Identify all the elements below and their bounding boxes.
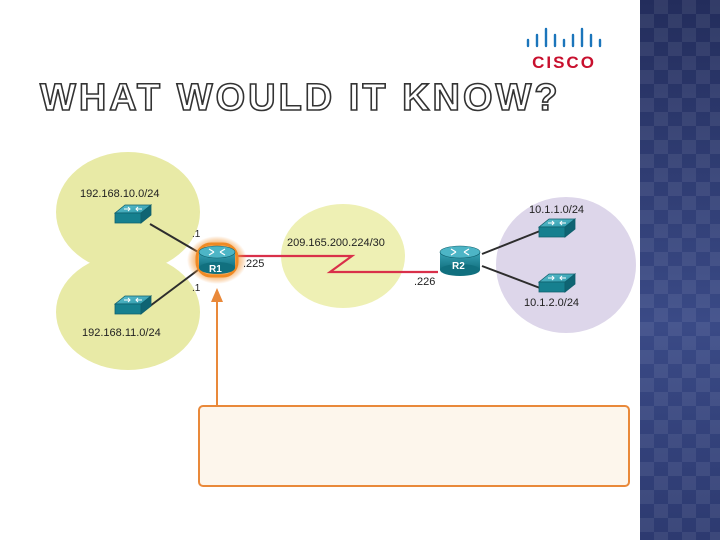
network-links (149, 223, 541, 307)
slide-title: WHAT WOULD IT KNOW? (40, 77, 561, 119)
callout-arrow (211, 288, 223, 406)
switch-top-left (113, 204, 153, 224)
network-label-lan-bottom-left: 192.168.11.0/24 (82, 327, 161, 339)
switch-bottom-left (113, 295, 153, 315)
wan-serial-link (238, 254, 438, 274)
interface-label-r2-s0: .226 (414, 276, 435, 288)
cisco-logo-text: CISCO (532, 53, 596, 72)
router-r2-label: R2 (452, 261, 465, 272)
cisco-logo: CISCO (526, 27, 602, 72)
switch-top-right (537, 218, 577, 238)
interface-label-r1-g1: .1 (192, 283, 201, 294)
network-label-lan-top-left: 192.168.10.0/24 (80, 188, 160, 200)
network-label-lan-bottom-right: 10.1.2.0/24 (524, 297, 579, 309)
network-label-lan-top-right: 10.1.1.0/24 (529, 204, 584, 216)
lan-right-area (496, 197, 636, 333)
router-r1-label: R1 (209, 264, 222, 275)
router-r1 (187, 236, 247, 284)
router-r2 (439, 245, 481, 276)
switch-bottom-right (537, 273, 577, 293)
interface-label-r1-g0: .1 (192, 229, 201, 240)
interface-label-r1-s0: .225 (243, 258, 264, 270)
decorative-side-panel (640, 0, 720, 540)
callout-box (198, 405, 630, 487)
network-label-wan: 209.165.200.224/30 (287, 237, 385, 249)
